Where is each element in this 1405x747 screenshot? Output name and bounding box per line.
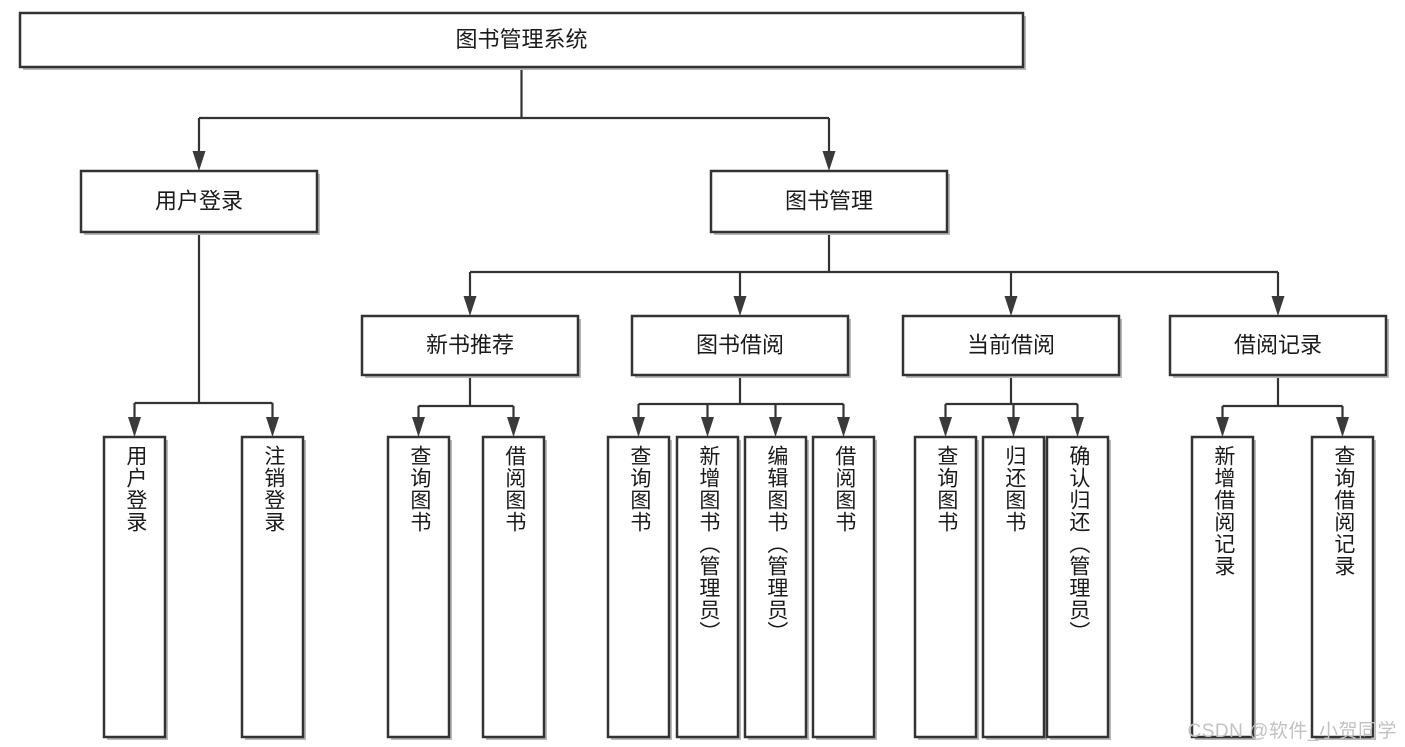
arrow-head-icon [733, 296, 747, 316]
arrow-head-icon [192, 151, 206, 171]
node-label: 图书管理 [785, 188, 873, 213]
arrow-head-icon [1071, 417, 1084, 437]
arrow-head-icon [1216, 417, 1229, 437]
node-user-login[interactable]: 用户登录 [79, 169, 320, 235]
node-leaf-query-book-2[interactable] [606, 435, 672, 740]
arrow-head-icon [1271, 296, 1285, 316]
node-leaf-return-book[interactable] [981, 435, 1047, 740]
arrow-head-icon [939, 417, 952, 437]
node-label: 当前借阅 [967, 332, 1055, 357]
node-leaf-user-logout[interactable] [240, 435, 306, 740]
node-label: 新书推荐 [426, 332, 514, 357]
csdn-watermark: CSDN @软件_小贺同学 [1187, 721, 1397, 742]
arrow-head-icon [701, 417, 714, 437]
arrow-head-icon [769, 417, 782, 437]
connector-layer [128, 67, 1349, 437]
node-book-manage[interactable]: 图书管理 [709, 169, 950, 235]
node-current-borrow[interactable]: 当前借阅 [901, 314, 1122, 378]
node-label: 图书借阅 [696, 332, 784, 357]
arrow-head-icon [463, 296, 477, 316]
node-leaf-borrow-book-2[interactable] [811, 435, 877, 740]
arrow-head-icon [507, 417, 520, 437]
node-leaf-query-record[interactable] [1310, 435, 1376, 740]
node-label: 图书管理系统 [455, 27, 587, 52]
node-leaf-query-book-3[interactable] [913, 435, 979, 740]
arrow-head-icon [822, 151, 836, 171]
node-leaf-query-book-1[interactable] [386, 435, 452, 740]
arrow-head-icon [1004, 296, 1018, 316]
arrow-head-icon [632, 417, 645, 437]
arrow-head-icon [412, 417, 425, 437]
node-leaf-confirm-return[interactable] [1045, 435, 1111, 740]
node-borrow-record[interactable]: 借阅记录 [1168, 314, 1389, 378]
node-leaf-borrow-book-1[interactable] [481, 435, 547, 740]
node-leaf-user-login[interactable] [102, 435, 168, 740]
arrow-head-icon [837, 417, 850, 437]
arrow-head-icon [266, 417, 279, 437]
arrow-head-icon [128, 417, 141, 437]
node-leaf-edit-book[interactable] [743, 435, 809, 740]
arrow-head-icon [1336, 417, 1349, 437]
arrow-head-icon [1007, 417, 1020, 437]
node-leaf-add-record[interactable] [1190, 435, 1256, 740]
node-leaf-add-book[interactable] [675, 435, 741, 740]
node-root[interactable]: 图书管理系统 [18, 11, 1026, 70]
node-book-borrow[interactable]: 图书借阅 [630, 314, 851, 378]
node-label: 借阅记录 [1234, 332, 1322, 357]
node-new-book-rec[interactable]: 新书推荐 [360, 314, 581, 378]
node-label: 用户登录 [155, 188, 243, 213]
